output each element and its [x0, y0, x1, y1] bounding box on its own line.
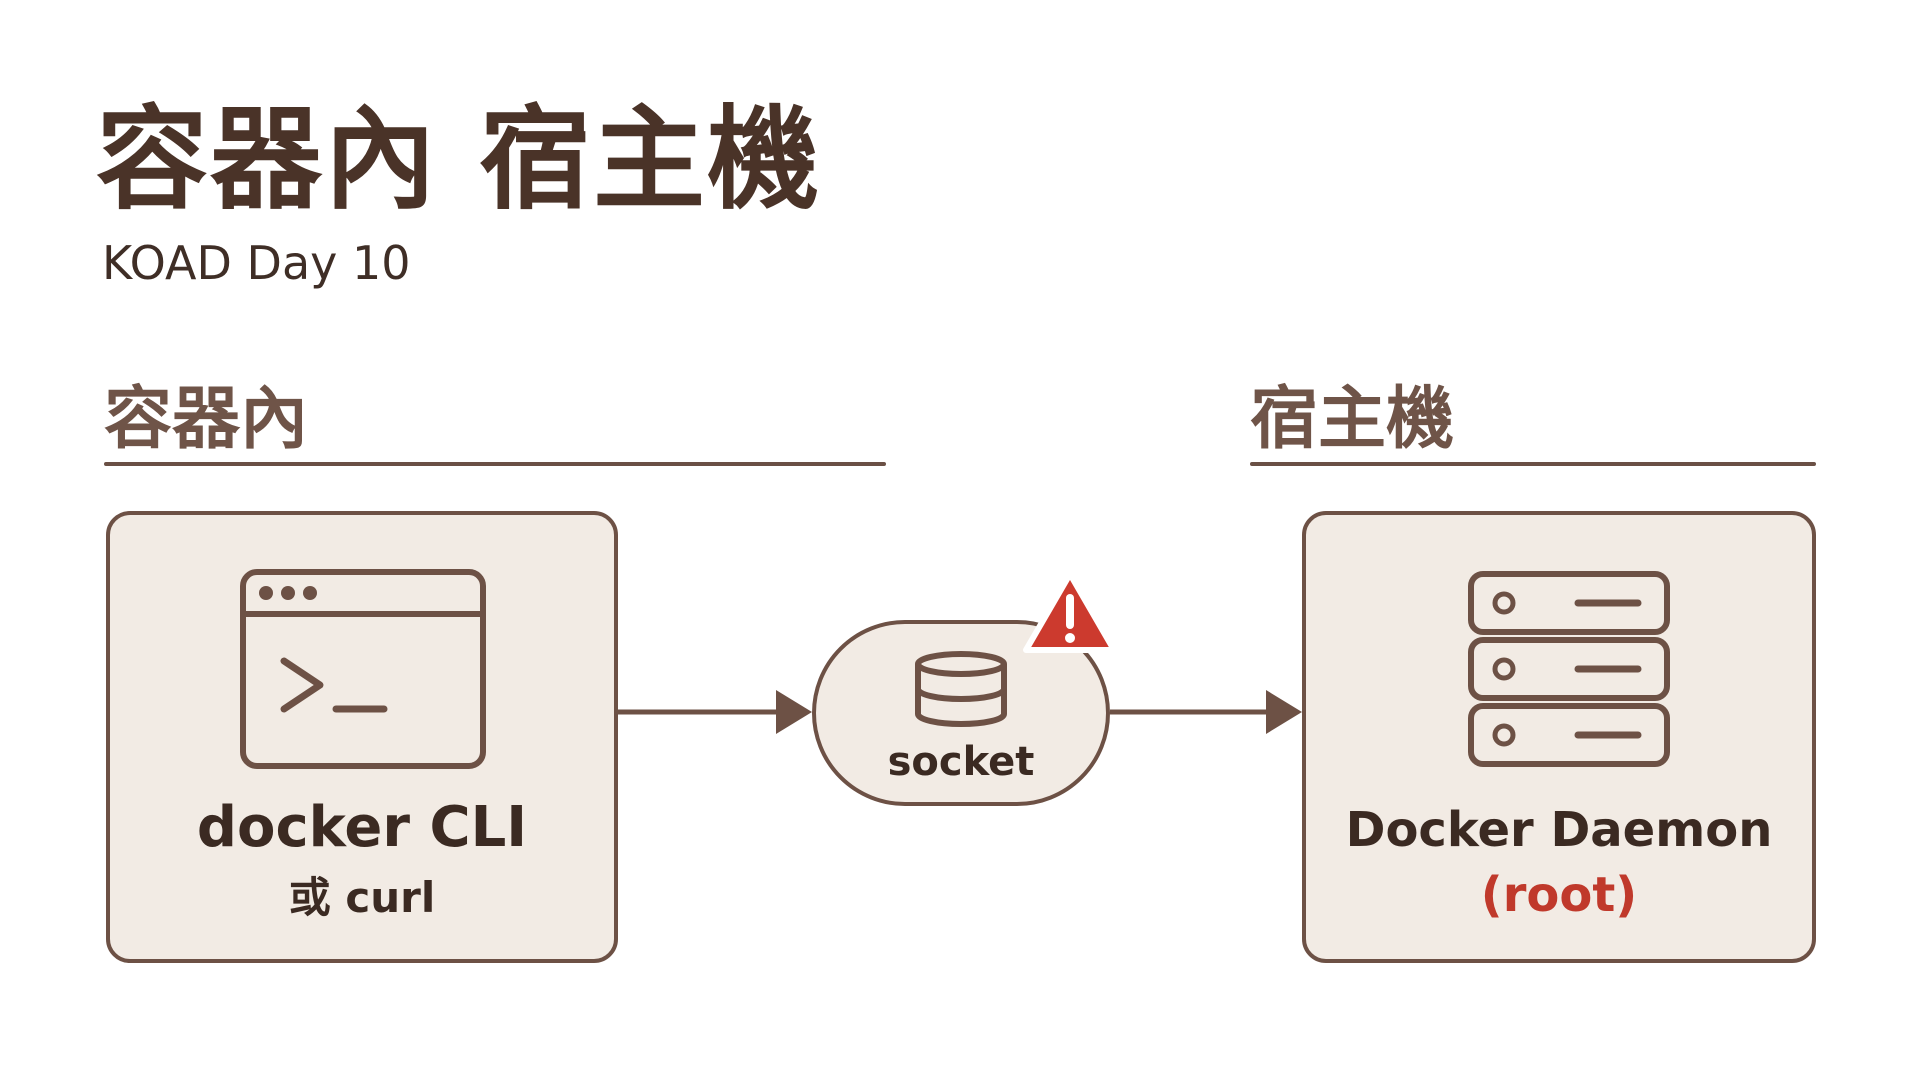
section-label-container: 容器內: [104, 380, 309, 459]
section-label-host: 宿主機: [1250, 380, 1455, 459]
daemon-sublabel: (root): [1480, 867, 1638, 923]
page-subtitle: KOAD Day 10: [102, 236, 411, 290]
client-box: docker CLI 或 curl: [106, 511, 618, 963]
page-title: 容器內 宿主機: [96, 95, 821, 225]
warning-icon: [1023, 571, 1117, 653]
section-rule-host: [1250, 462, 1816, 466]
arrow-head-client-to-socket: [776, 690, 812, 734]
socket-node: socket: [812, 620, 1110, 806]
daemon-label: Docker Daemon: [1345, 802, 1773, 858]
section-rule-container: [104, 462, 886, 466]
daemon-box: Docker Daemon (root): [1302, 511, 1816, 963]
socket-label: socket: [887, 739, 1035, 785]
database-icon: [915, 651, 1007, 727]
client-sublabel: 或 curl: [288, 873, 436, 922]
client-label: docker CLI: [196, 795, 528, 860]
terminal-icon: [240, 569, 486, 769]
arrow-head-socket-to-daemon: [1266, 690, 1302, 734]
server-icon: [1468, 571, 1670, 767]
